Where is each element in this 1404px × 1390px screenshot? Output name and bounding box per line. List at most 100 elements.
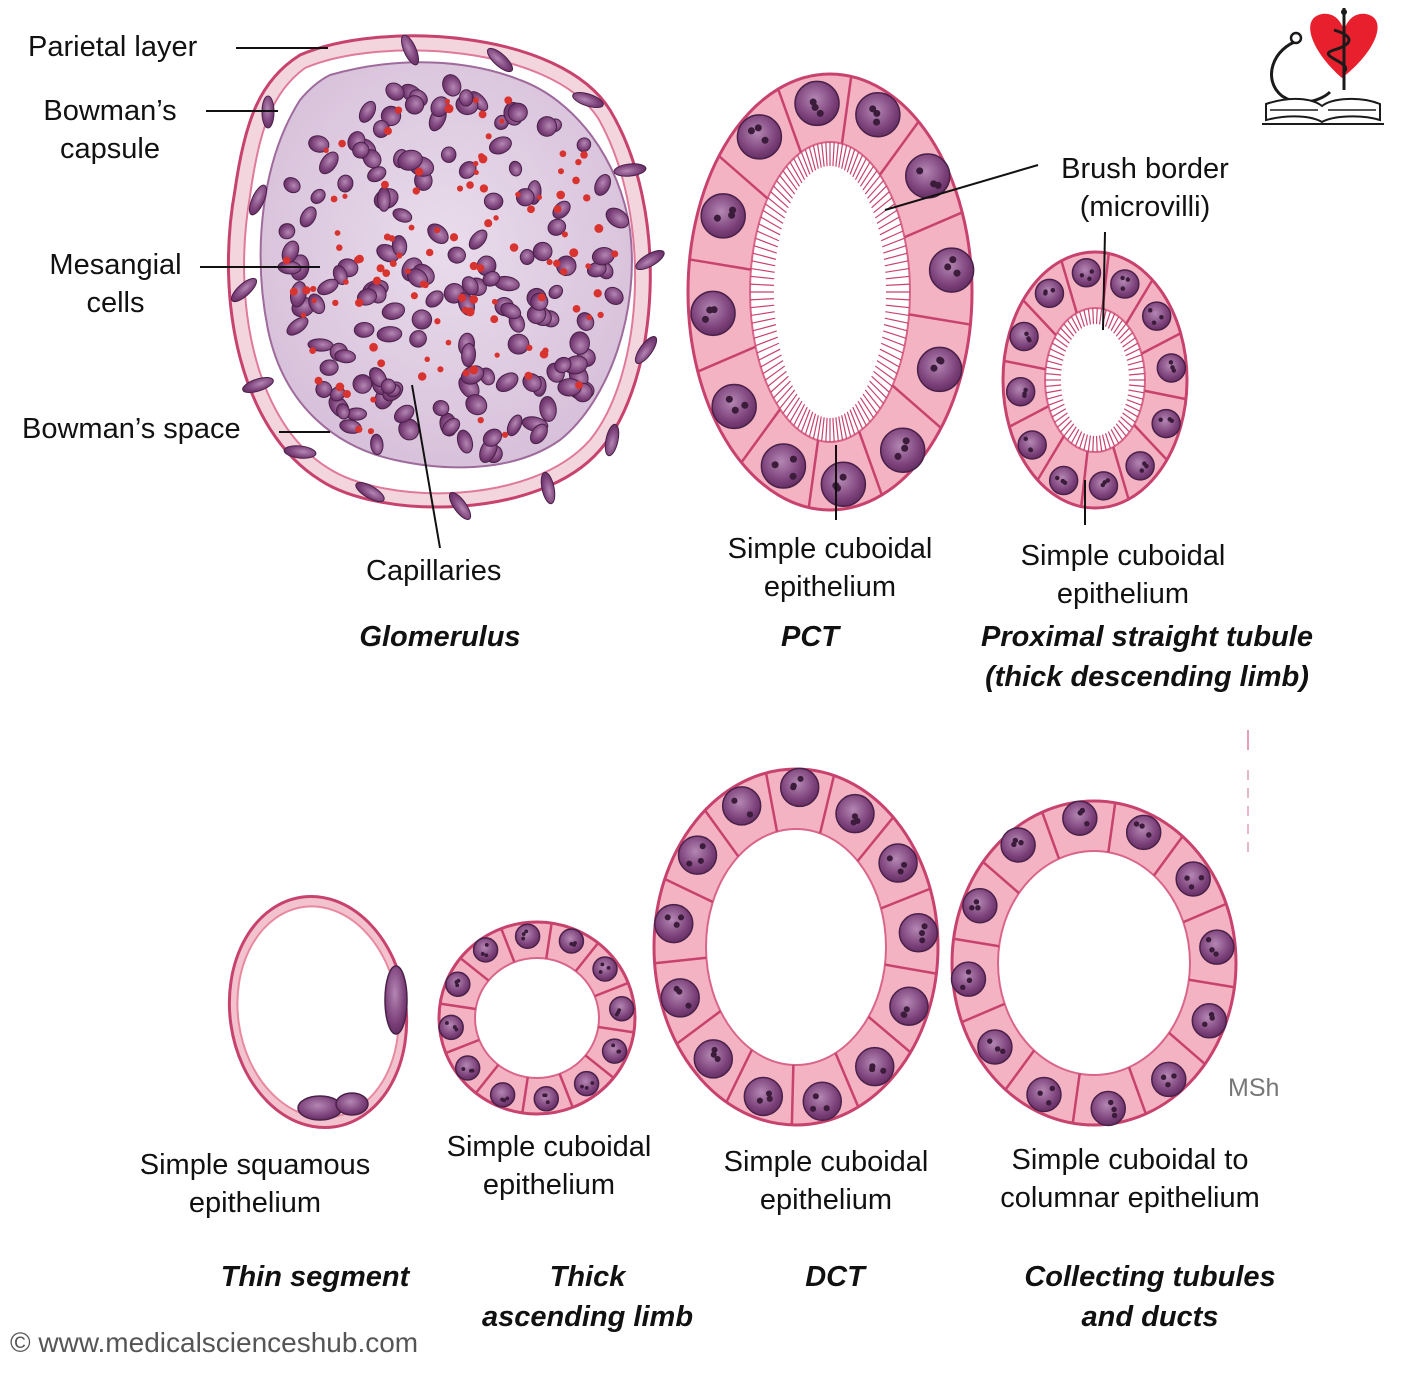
red-blood-cell xyxy=(490,315,499,324)
nucleolus xyxy=(1198,874,1205,881)
glomerular-nucleus xyxy=(397,149,423,171)
label-thin-segment-epithelium: Simple squamous epithelium xyxy=(110,1146,400,1222)
cell-border xyxy=(764,772,779,832)
nucleolus xyxy=(725,395,733,403)
nucleolus xyxy=(969,905,975,911)
microvillus xyxy=(756,230,780,242)
nucleolus xyxy=(731,406,739,414)
cell-border xyxy=(807,440,820,508)
nucleolus xyxy=(1184,875,1190,881)
red-blood-cell xyxy=(524,371,533,380)
red-blood-cell xyxy=(583,194,591,202)
label-collecting-epithelium: Simple cuboidal to columnar epithelium xyxy=(970,1141,1290,1217)
label-line: epithelium xyxy=(763,571,897,603)
nucleolus xyxy=(1026,336,1031,341)
glomerular-nucleus xyxy=(576,137,592,153)
red-blood-cell xyxy=(585,263,592,269)
glomerular-nucleus xyxy=(376,326,403,343)
microvillus xyxy=(756,342,780,354)
nucleolus xyxy=(1111,1112,1118,1119)
microvillus xyxy=(1087,435,1092,452)
nucleolus xyxy=(873,118,881,126)
glomerular-nucleus xyxy=(352,374,373,394)
microvillus xyxy=(825,142,828,167)
red-blood-cell xyxy=(537,293,546,302)
cell-border xyxy=(1040,811,1061,860)
label-line: Simple cuboidal to xyxy=(1011,1144,1249,1176)
cell-border xyxy=(1080,451,1089,507)
glomerular-nucleus xyxy=(569,331,590,355)
microvillus xyxy=(1054,337,1068,348)
glomerular-nucleus xyxy=(332,265,348,286)
cell-nucleus xyxy=(1005,376,1036,407)
nucleolus xyxy=(789,472,797,480)
nucleolus xyxy=(934,181,942,189)
glomerular-nucleus xyxy=(548,284,564,300)
microvillus xyxy=(753,330,777,339)
microvillus xyxy=(857,161,871,184)
glomerular-nucleus xyxy=(319,151,339,175)
microvillus xyxy=(782,393,798,414)
cell-nucleus xyxy=(977,1029,1013,1065)
microvillus xyxy=(880,342,904,354)
microvillus xyxy=(841,415,848,439)
glomerular-nucleus xyxy=(319,359,339,376)
microvillus xyxy=(1127,360,1144,366)
nucleolus xyxy=(1023,387,1028,393)
label-line: capsule xyxy=(60,133,160,165)
cell-border xyxy=(818,775,836,834)
cell-border xyxy=(840,76,853,144)
nucleolus xyxy=(686,860,693,867)
red-blood-cell xyxy=(572,304,581,313)
microvillus xyxy=(751,317,776,324)
cell-border xyxy=(1060,260,1078,314)
nucleolus xyxy=(1022,393,1027,398)
microvillus xyxy=(1078,433,1086,449)
pct-brush-border xyxy=(750,142,910,442)
cell-border xyxy=(891,384,942,429)
glomerular-nucleus xyxy=(536,116,558,137)
red-blood-cell xyxy=(594,224,604,233)
microvillus xyxy=(862,393,878,414)
microvillus xyxy=(1098,308,1103,325)
nucleolus xyxy=(765,1090,773,1097)
microvillus xyxy=(776,180,793,199)
microvillus xyxy=(764,365,786,381)
cell-border xyxy=(1112,446,1130,500)
nucleolus xyxy=(728,211,736,219)
microvillus xyxy=(1101,434,1107,451)
parietal-nucleus xyxy=(242,376,274,394)
nucleolus xyxy=(699,843,706,850)
cell-nucleus xyxy=(1125,814,1162,851)
parietal-nucleus xyxy=(400,34,420,66)
microvillus xyxy=(1083,309,1089,326)
nucleolus xyxy=(616,1049,621,1054)
red-blood-cell xyxy=(478,110,487,119)
microvillus xyxy=(758,223,781,236)
nucleolus xyxy=(484,942,489,947)
cell-border xyxy=(1022,299,1057,336)
glomerular-nucleus xyxy=(519,249,535,265)
nucleolus xyxy=(1120,275,1125,281)
microvillus xyxy=(867,385,884,404)
microvillus xyxy=(779,175,796,195)
nucleolus xyxy=(921,923,928,930)
title-proximal-straight-tubule: Proximal straight tubule (thick descendi… xyxy=(942,617,1352,697)
cell-border xyxy=(474,1064,500,1094)
glomerular-nucleus xyxy=(482,428,503,447)
microvillus xyxy=(879,223,902,236)
nucleolus xyxy=(1108,1099,1114,1106)
microvillus xyxy=(885,283,910,287)
microvillus xyxy=(773,380,791,399)
microvillus xyxy=(884,317,909,324)
cell-nucleus xyxy=(1151,408,1181,439)
microvillus xyxy=(1046,394,1063,400)
copyright-credit[interactable]: © www.medicalscienceshub.com xyxy=(10,1327,419,1358)
cell-nucleus xyxy=(736,114,783,160)
cell-nucleus xyxy=(700,193,746,239)
cell-border xyxy=(654,956,707,965)
cell-nucleus xyxy=(760,443,807,489)
red-blood-cell xyxy=(484,219,493,228)
glomerular-nucleus xyxy=(461,276,479,296)
microvillus xyxy=(1087,308,1092,325)
